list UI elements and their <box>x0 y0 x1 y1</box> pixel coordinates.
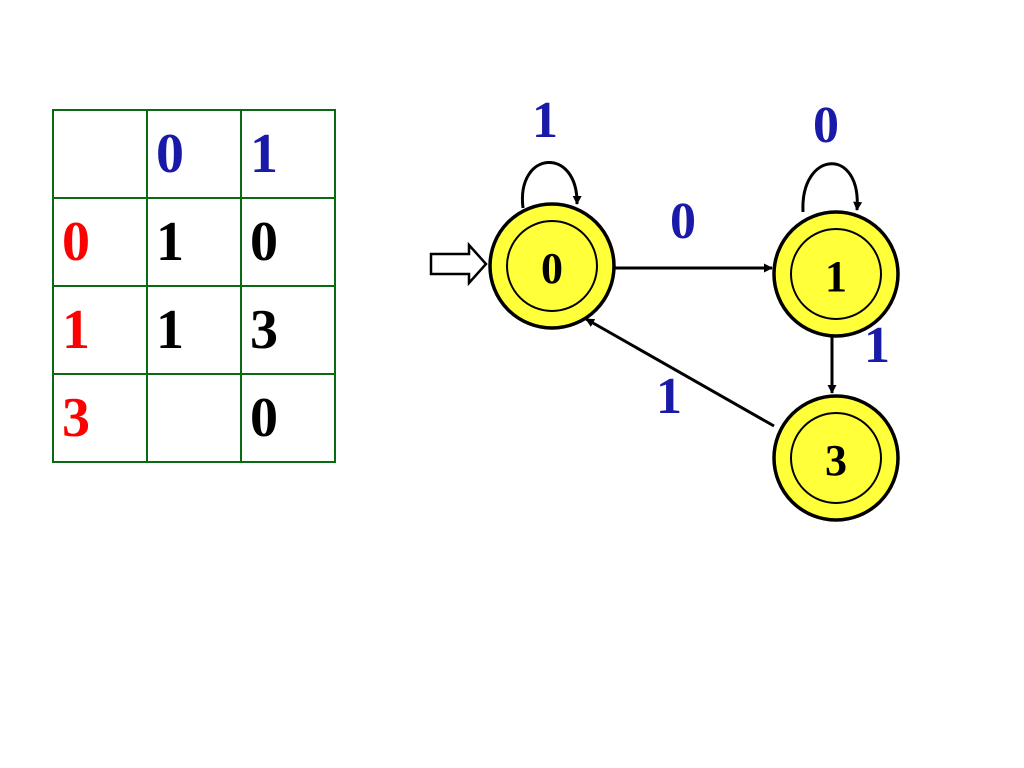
row-header-state: 1 <box>52 285 148 375</box>
table-cell: 3 <box>240 285 336 375</box>
state-outer-circle <box>772 210 900 338</box>
transition-symbol-0-to-1: 0 <box>670 193 696 250</box>
table-cell <box>146 373 242 463</box>
table-cell: 0 <box>240 373 336 463</box>
state-label: 1 <box>825 252 847 301</box>
transition-symbol-0-to-0: 1 <box>532 92 558 149</box>
table-header-row: 0 1 <box>52 109 336 199</box>
transition-edge-3-to-0 <box>585 317 775 428</box>
table-cell: 1 <box>146 197 242 287</box>
column-header-symbol-0: 0 <box>146 109 242 199</box>
transition-table: 0 1 0 1 0 1 1 3 3 0 <box>52 109 336 463</box>
transition-table-container: 0 1 0 1 0 1 1 3 3 0 <box>52 109 336 463</box>
transition-edge-1-to-1 <box>801 162 863 213</box>
state-outer-circle <box>772 394 900 522</box>
state-accept-ring <box>790 412 882 504</box>
table-cell: 1 <box>146 285 242 375</box>
table-row: 0 1 0 <box>52 197 336 287</box>
state-label: 3 <box>825 436 847 485</box>
state-label: 0 <box>541 244 563 293</box>
table-row: 3 0 <box>52 373 336 463</box>
transition-edge-0-to-0 <box>521 161 582 209</box>
state-accept-ring <box>506 220 598 312</box>
table-row: 1 1 3 <box>52 285 336 375</box>
table-cell: 0 <box>240 197 336 287</box>
row-header-state: 3 <box>52 373 148 463</box>
state-outer-circle <box>488 202 616 330</box>
state-accept-ring <box>790 228 882 320</box>
state-node-0: 0 <box>488 202 616 330</box>
state-node-1: 1 <box>772 210 900 338</box>
state-node-3: 3 <box>772 394 900 522</box>
row-header-state: 0 <box>52 197 148 287</box>
table-corner-cell <box>52 109 148 199</box>
start-arrow-icon <box>429 241 488 287</box>
transition-symbol-1-to-1: 0 <box>813 97 839 154</box>
column-header-symbol-1: 1 <box>240 109 336 199</box>
transition-symbol-3-to-0: 1 <box>656 368 682 425</box>
